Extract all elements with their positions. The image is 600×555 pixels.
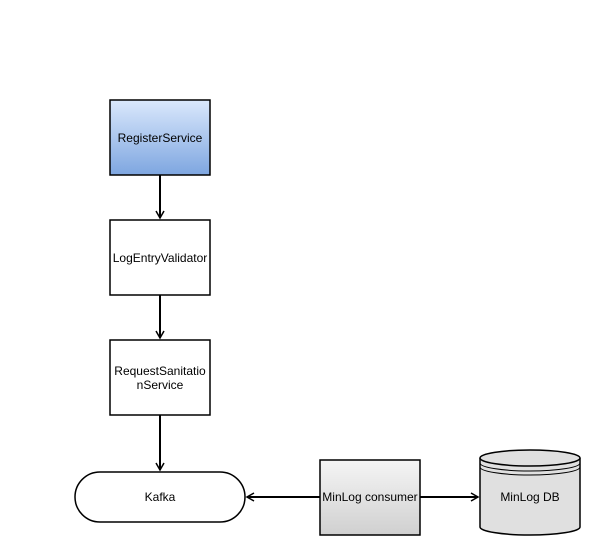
log-entry-validator-label: LogEntryValidator	[113, 251, 208, 265]
request-sanitation-service-label-line2: nService	[137, 378, 184, 392]
log-entry-validator-node[interactable]: LogEntryValidator	[109, 219, 211, 296]
register-service-node[interactable]: RegisterService	[109, 99, 211, 176]
kafka-label: Kafka	[145, 490, 176, 504]
minlog-consumer-label: MinLog consumer	[322, 490, 417, 504]
minlog-consumer-node[interactable]: MinLog consumer	[319, 459, 421, 536]
register-service-label: RegisterService	[118, 131, 203, 145]
request-sanitation-service-node[interactable]: RequestSanitatio nService	[109, 339, 211, 416]
database-cylinder-top	[479, 449, 581, 467]
request-sanitation-service-label-line1: RequestSanitatio	[114, 364, 206, 378]
minlog-db-node[interactable]: MinLog DB	[479, 449, 581, 536]
database-cylinder-body	[479, 458, 581, 536]
database-cylinder-ring-2	[479, 466, 581, 476]
database-cylinder-ring-1	[479, 462, 581, 472]
kafka-node[interactable]: Kafka	[74, 471, 246, 523]
minlog-db-label: MinLog DB	[500, 490, 559, 504]
